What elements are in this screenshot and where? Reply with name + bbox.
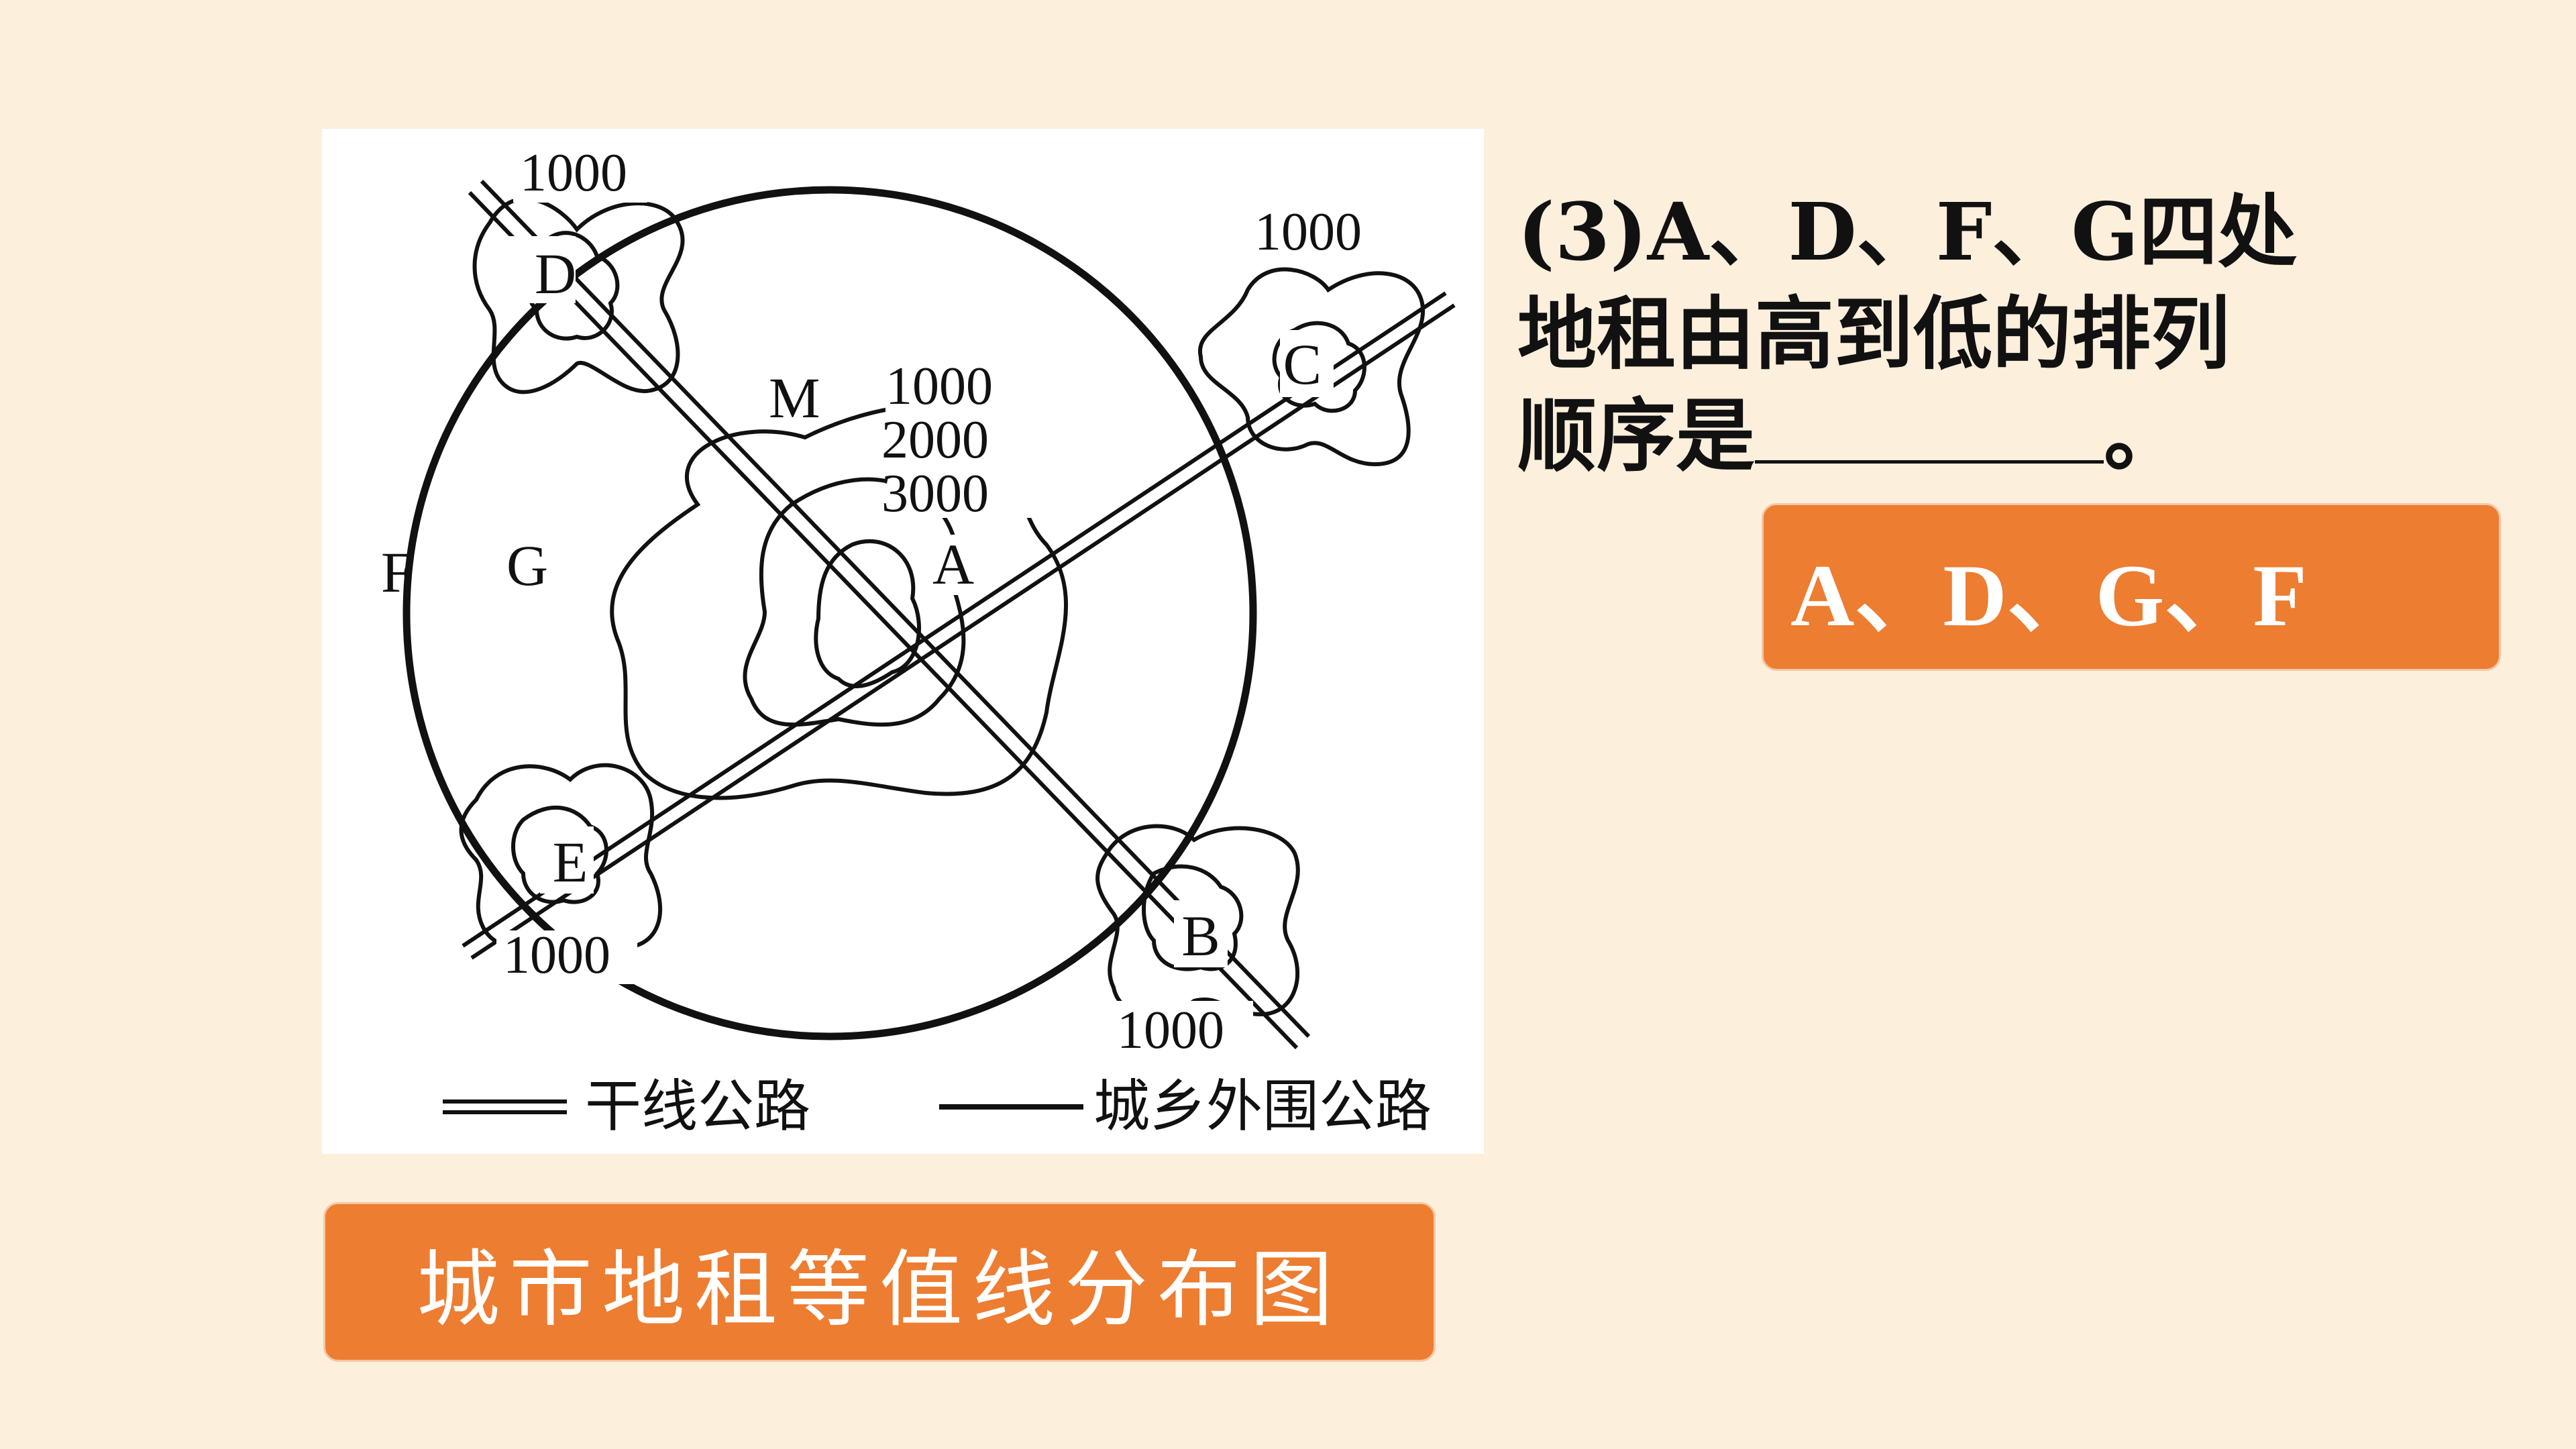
trunk-road-nw-se [468,179,1311,1050]
label-m: M [769,366,820,430]
label-c: C [1283,332,1322,396]
contour-inner-c [1272,321,1366,413]
contour-1000-center [610,403,1069,800]
legend-ring-road-label: 城乡外围公路 [1093,1073,1432,1139]
contour-1000-b [1095,824,1300,1017]
figure-caption: 城市地租等值线分布图 [323,1202,1436,1362]
contour-3000-center [814,539,921,688]
contour-1000-c [1197,267,1426,467]
contour-label-d: 1000 [520,144,627,203]
legend-trunk-road-symbol [443,1099,567,1114]
question-line-3-text: 顺序是 [1517,389,1756,482]
trunk-road-ne-sw [462,291,1456,960]
contour-1000-e [459,763,662,951]
question-line-3: 顺序是 。 [1517,385,2322,487]
label-halos [496,149,1389,1055]
contour-label-c: 1000 [1254,203,1362,262]
label-e: E [553,830,588,894]
contour-inner-e [511,805,608,904]
contour-label-center-2000: 2000 [881,411,989,470]
contour-inner-b [1142,864,1244,971]
answer-blank [1755,393,2104,464]
question-text: (3)A、D、F、G四处 地租由高到低的排列 顺序是 。 [1517,181,2322,487]
label-a: A [932,532,974,596]
label-f: F [381,540,413,604]
contour-label-center-3000: 3000 [881,464,989,523]
contour-inner-d [525,231,620,341]
ring-road [402,186,1257,1040]
question-line-2: 地租由高到低的排列 [1517,287,2231,380]
land-rent-contour-map: D C A E B F G M 1000 1000 1000 2000 3000… [322,129,1484,1154]
legend-trunk-road-label: 干线公路 [585,1073,810,1139]
contour-label-e: 1000 [503,926,610,985]
contour-1000-d [472,197,685,394]
question-line-3-end: 。 [2104,389,2184,482]
map-svg: D C A E B F G M 1000 1000 1000 2000 3000… [381,144,1456,1139]
question-line-1: (3)A、D、F、G四处 [1517,185,2298,278]
label-d: D [535,241,576,306]
label-b: B [1181,904,1220,968]
contour-label-center-1000: 1000 [885,357,993,416]
contour-label-b: 1000 [1117,1001,1224,1060]
label-g: G [506,533,548,598]
answer-box: A、D、G、F [1762,503,2501,671]
